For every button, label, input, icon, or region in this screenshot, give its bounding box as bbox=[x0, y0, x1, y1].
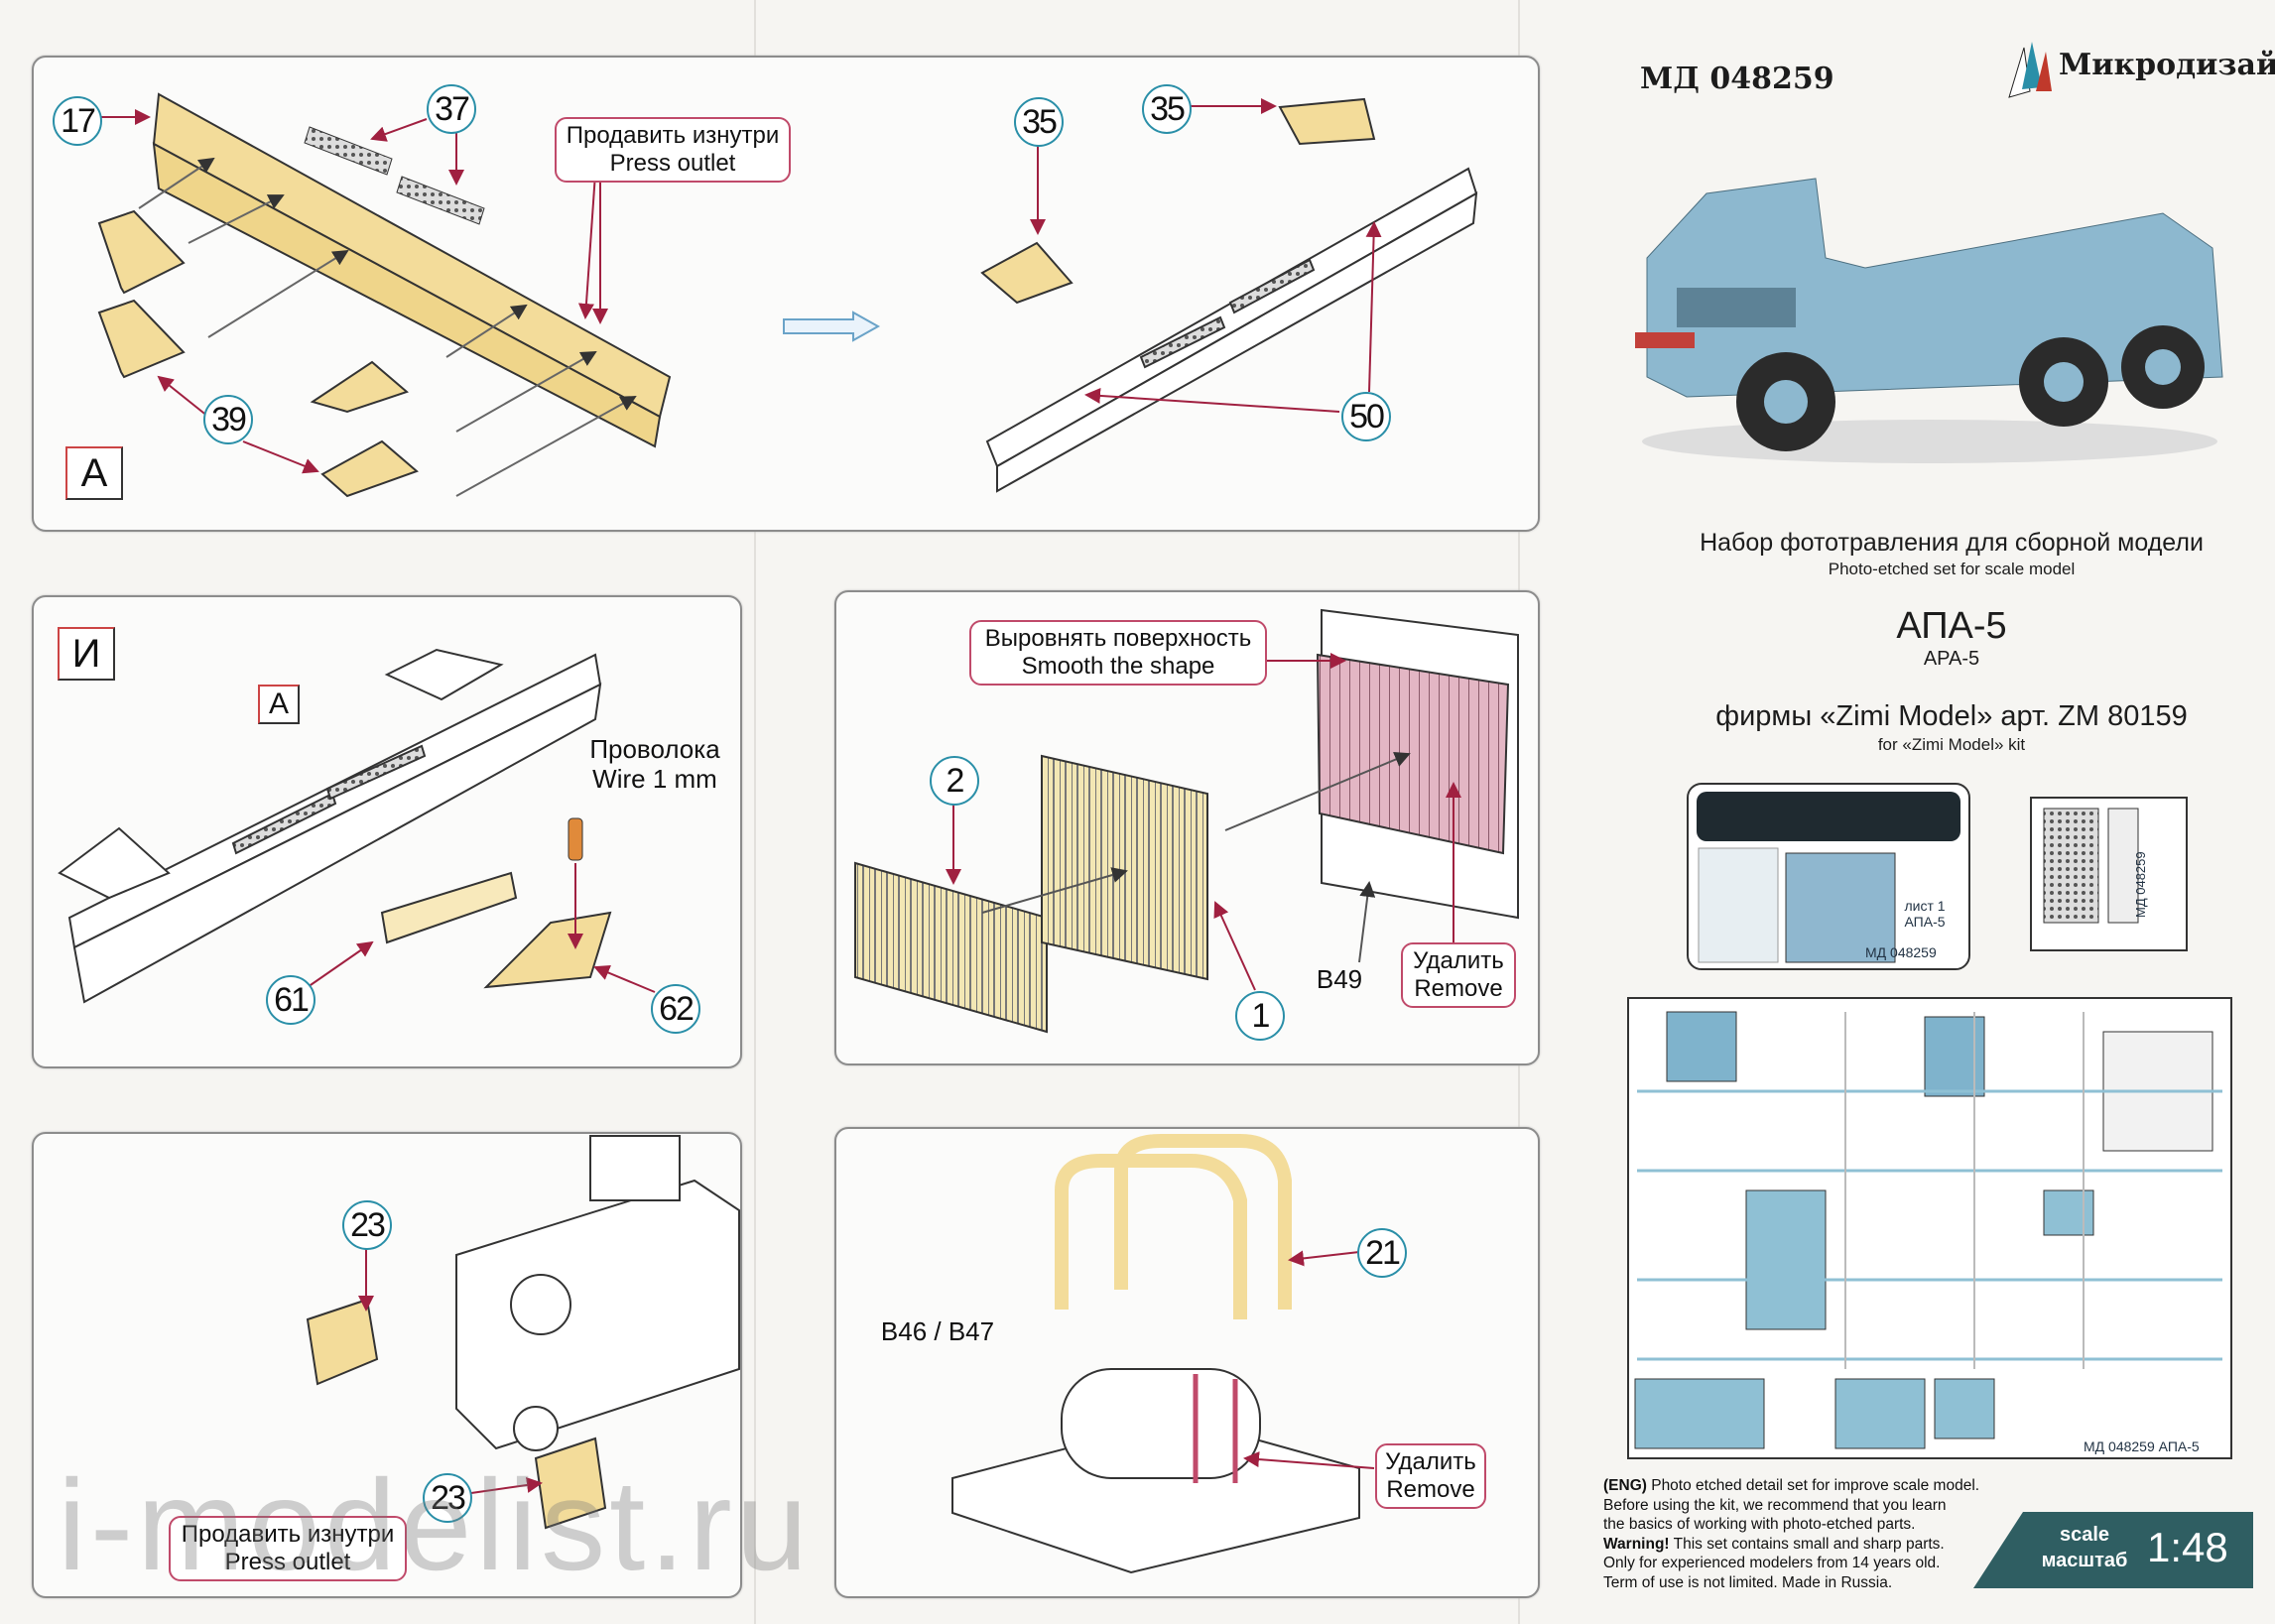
part-callout: 35 bbox=[1014, 97, 1064, 147]
note-line: the basics of working with photo-etched … bbox=[1603, 1516, 1916, 1533]
wire-1mm bbox=[568, 817, 583, 861]
fret-main bbox=[1627, 997, 2232, 1459]
plate-part-61 bbox=[380, 871, 518, 944]
note-line: This set contains small and sharp parts. bbox=[1669, 1535, 1945, 1553]
truck-photo bbox=[1635, 178, 2223, 463]
part-callout: 39 bbox=[203, 395, 253, 444]
watermark: i-modelist.ru bbox=[58, 1452, 812, 1597]
step-label: И bbox=[58, 627, 115, 681]
scale-label-en: scale bbox=[2059, 1524, 2110, 1546]
article-number: МД 048259 bbox=[1640, 62, 1834, 96]
press-outlet-note: Продавить изнутри Press outlet bbox=[169, 1516, 407, 1581]
note-en: Wire 1 mm bbox=[592, 764, 717, 794]
fret-grille bbox=[2030, 797, 2188, 951]
radiator-b49 bbox=[1316, 608, 1519, 920]
note-line: Only for experienced modelers from 14 ye… bbox=[1603, 1555, 1941, 1571]
note-en: Smooth the shape bbox=[1021, 653, 1215, 680]
beam-part-17 bbox=[152, 92, 672, 448]
part-callout: 23 bbox=[342, 1200, 392, 1250]
chassis-assembly bbox=[455, 1135, 740, 1451]
note-line: Term of use is not limited. Made in Russ… bbox=[1603, 1573, 1893, 1591]
english-notes: (ENG) Photo etched detail set for improv… bbox=[1603, 1476, 2020, 1592]
part-callout: 50 bbox=[1341, 392, 1391, 441]
part-callout: 2 bbox=[930, 756, 979, 806]
grille-part-2 bbox=[854, 861, 1048, 1034]
model-ru: АПА-5 bbox=[1896, 605, 2007, 647]
note-ru: Удалить bbox=[1385, 1448, 1476, 1475]
fret-code: МД 048259 bbox=[2133, 851, 2148, 918]
part-callout: 21 bbox=[1357, 1228, 1407, 1278]
remove-note: Удалить Remove bbox=[1401, 942, 1516, 1008]
fret-main-footer: МД 048259 АПА-5 bbox=[2084, 1438, 2200, 1454]
note-ru: Удалить bbox=[1413, 947, 1504, 974]
press-outlet-note: Продавить изнутри Press outlet bbox=[555, 117, 791, 183]
mesh-part-37 bbox=[304, 126, 485, 225]
page-fold bbox=[754, 0, 756, 1624]
eng-tag: (ENG) bbox=[1603, 1477, 1647, 1494]
kit-part-label: B46 / B47 bbox=[880, 1316, 995, 1346]
part-callout: 37 bbox=[427, 84, 476, 134]
brand-logo-icon bbox=[2008, 42, 2052, 98]
step-label: A bbox=[65, 446, 123, 500]
direction-arrow bbox=[783, 311, 881, 342]
scale-label: scale масштаб bbox=[2035, 1522, 2134, 1573]
warning-tag: Warning! bbox=[1603, 1535, 1670, 1553]
model-en: APA-5 bbox=[1923, 648, 1980, 670]
part-callout: 17 bbox=[53, 96, 102, 146]
note-ru: Выровнять поверхность bbox=[984, 625, 1252, 652]
sheet-label: лист 1 bbox=[1904, 898, 1946, 914]
fret-code: МД 048259 bbox=[1865, 944, 1937, 960]
scale-badge-shape bbox=[1973, 1512, 2253, 1588]
note-line: Photo etched detail set for improve scal… bbox=[1646, 1477, 1980, 1494]
title-en: Photo-etched set for scale model bbox=[1828, 560, 2076, 578]
wire-note: Проволока Wire 1 mm bbox=[575, 734, 734, 794]
note-line: Before using the kit, we recommend that … bbox=[1603, 1496, 1947, 1514]
brand-name: Микродизайн bbox=[2059, 48, 2275, 82]
fret-sheet-label: лист 1 АПА-5 bbox=[1890, 898, 1959, 930]
part-callout: 1 bbox=[1235, 991, 1285, 1041]
scale-label-ru: масштаб bbox=[2041, 1550, 2128, 1571]
title-ru: Набор фототравления для сборной модели bbox=[1700, 529, 2204, 557]
smooth-shape-note: Выровнять поверхность Smooth the shape bbox=[969, 620, 1267, 686]
step-reference: A bbox=[258, 685, 300, 724]
note-ru: Продавить изнутри bbox=[181, 1521, 395, 1548]
strap-part-21 bbox=[1055, 1134, 1292, 1319]
kit-part-label: B49 bbox=[1316, 964, 1363, 994]
part-callout: 23 bbox=[423, 1473, 472, 1523]
beam-assembled bbox=[980, 97, 1478, 493]
gusset-part-39 bbox=[97, 209, 419, 498]
note-ru: Проволока bbox=[589, 734, 720, 764]
bracket-part-62 bbox=[483, 911, 612, 989]
kit-ru: фирмы «Zimi Model» арт. ZM 80159 bbox=[1715, 700, 2188, 732]
note-ru: Продавить изнутри bbox=[566, 122, 780, 149]
part-callout: 35 bbox=[1142, 84, 1192, 134]
kit-en: for «Zimi Model» kit bbox=[1877, 735, 2026, 754]
fuel-tank-b46-b47 bbox=[951, 1368, 1360, 1574]
scale-badge: scale масштаб 1:48 bbox=[1973, 1512, 2253, 1588]
scale-value: 1:48 bbox=[2147, 1524, 2228, 1570]
beam-step-i bbox=[58, 648, 602, 1004]
note-en: Press outlet bbox=[609, 150, 736, 177]
note-en: Remove bbox=[1386, 1476, 1475, 1503]
remove-note: Удалить Remove bbox=[1375, 1443, 1486, 1509]
part-callout: 61 bbox=[266, 975, 316, 1025]
fret-dashboard bbox=[1687, 783, 1970, 970]
bracket-part-23 bbox=[306, 1298, 607, 1530]
grille-part-1 bbox=[1041, 754, 1208, 981]
note-en: Press outlet bbox=[224, 1549, 351, 1575]
part-callout: 62 bbox=[651, 984, 700, 1034]
sheet-model: АПА-5 bbox=[1904, 914, 1946, 930]
note-en: Remove bbox=[1414, 975, 1503, 1002]
